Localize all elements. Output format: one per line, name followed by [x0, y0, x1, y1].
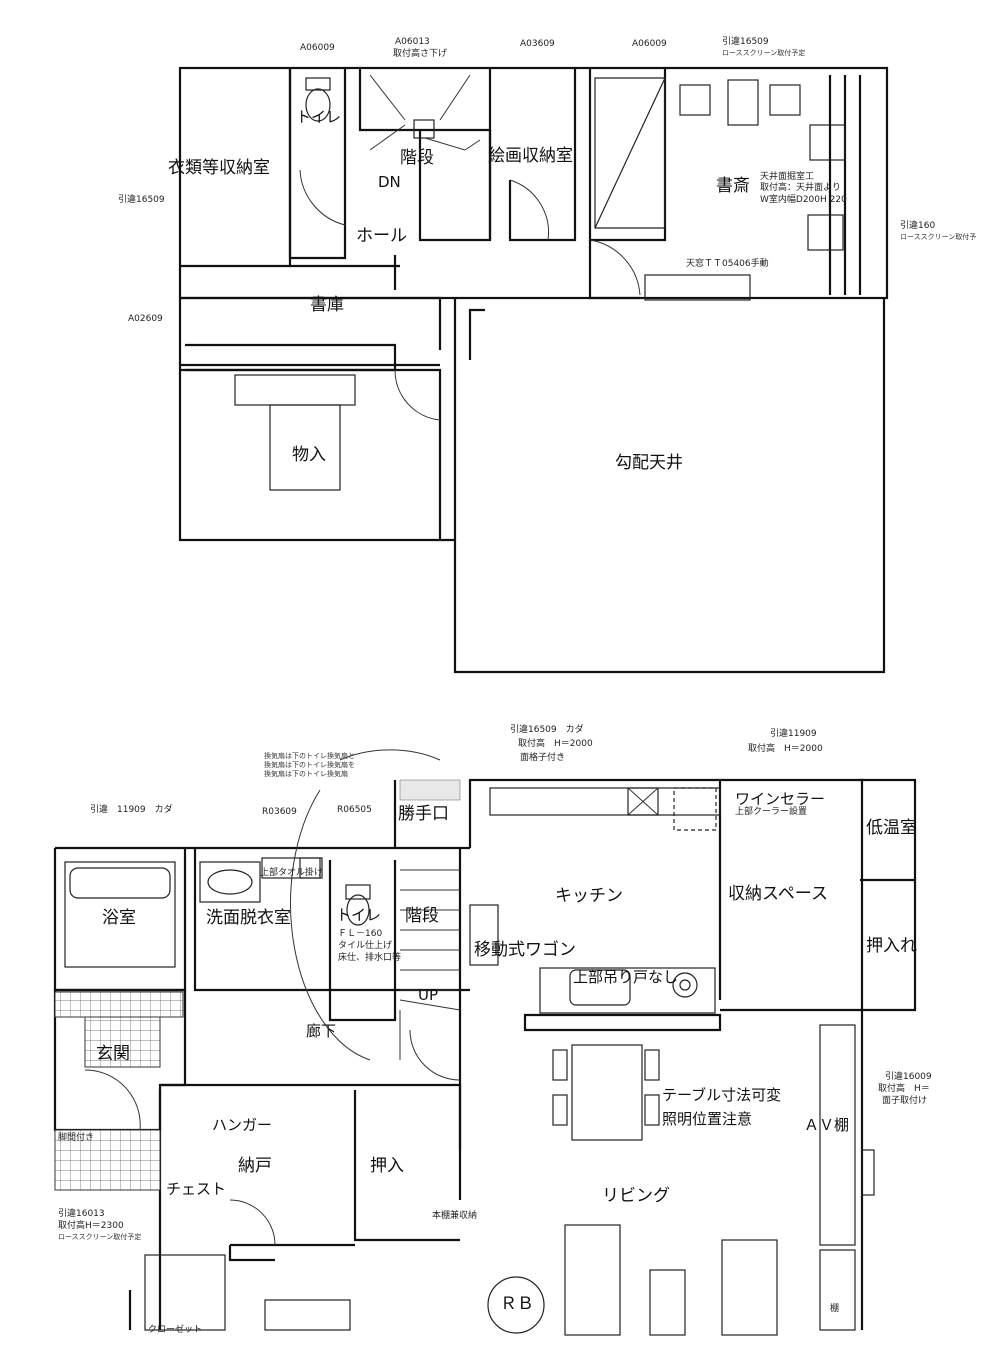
window-note-l7-2: ローススクリーン取付予定: [58, 1233, 142, 1241]
lighting-position-note: 照明位置注意: [662, 1110, 753, 1128]
av-shelf-label: ＡＶ棚: [804, 1116, 850, 1134]
window-code-l2: R03609: [262, 807, 297, 817]
shelf-small-label: 棚: [830, 1304, 840, 1314]
window-note-l7: 取付高H＝2300: [58, 1221, 124, 1231]
window-code-u6: 引違16509: [118, 195, 165, 205]
window-note-l4: 取付高 H＝2000: [518, 739, 593, 749]
stairs-up-label: UP: [418, 986, 439, 1004]
room-bath: 浴室: [102, 908, 136, 928]
room-service-entrance: 勝手口: [398, 804, 449, 824]
toilet-tile-note-2: 床仕、排水口等: [338, 953, 402, 963]
window-code-u8: A02609: [128, 314, 163, 324]
ceiling-note-line-1: 天井面掘室工: [760, 172, 815, 182]
room-oshiire: 押入: [370, 1156, 404, 1176]
ceiling-note-line-2: 取付高：天井面より: [760, 183, 841, 194]
window-code-u5: 引違16509: [722, 37, 769, 47]
skylight-note: 天窓ＴＴ05406手動: [686, 259, 769, 269]
window-code-l4: 引違16509 カダ: [510, 725, 584, 735]
window-code-u1: A06009: [300, 43, 335, 53]
ac-note: 上部クーラー設置: [735, 807, 808, 817]
room-storage: 物入: [292, 445, 326, 465]
room-kitchen: キッチン: [555, 886, 623, 906]
room-toilet-upper: トイレ: [296, 108, 342, 126]
window-note-l5: 取付高 H＝2000: [748, 744, 823, 754]
no-upper-cabinet-note: 上部吊り戸なし: [573, 968, 679, 986]
window-code-u3: A03609: [520, 39, 555, 49]
wine-cellar-label: ワインセラー: [735, 790, 826, 808]
window-code-u4: A06009: [632, 39, 667, 49]
room-entrance: 玄関: [96, 1044, 130, 1064]
room-picture-storage: 絵画収納室: [488, 146, 573, 166]
window-code-l7: 引違16013: [58, 1209, 105, 1219]
fan-note-line-3: 換気扇は下のトイレ換気扇: [264, 769, 348, 778]
room-bookshelf: 書庫: [310, 295, 344, 315]
room-storeroom: 納戸: [238, 1156, 272, 1176]
closet-label: クローゼット: [148, 1325, 203, 1335]
toilet-tile-note-1: タイル仕上げ: [338, 941, 393, 951]
room-storage-space: 収納スペース: [728, 884, 828, 904]
mobile-wagon-label: 移動式ワゴン: [474, 940, 576, 960]
window-code-l5: 引違11909: [770, 729, 817, 739]
window-code-l6: 引違16009: [885, 1072, 932, 1082]
towel-note: 上部タオル掛け: [260, 868, 324, 878]
bookshelf-storage-label: 本棚兼収納: [432, 1211, 478, 1221]
window-note-l6-2: 面子取付け: [882, 1096, 928, 1106]
window-code-l3: R06505: [337, 805, 372, 815]
room-study: 書斎: [716, 176, 750, 196]
window-note-l6-1: 取付高 H＝: [878, 1084, 930, 1094]
room-living: リビング: [602, 1186, 670, 1206]
window-note-u5: ローススクリーン取付予定: [722, 49, 806, 57]
fan-note-line-2: 換気扇は下のトイレ換気扇を: [264, 760, 355, 769]
room-oshiire-right: 押入れ: [866, 936, 917, 956]
hanger-label: ハンガー: [212, 1116, 273, 1134]
room-corridor: 廊下: [306, 1022, 337, 1040]
kitchen-window-note: 面格子付き: [520, 753, 566, 763]
room-hall: ホール: [356, 226, 407, 246]
window-code-l1: 引違 11909 カダ: [90, 805, 173, 815]
fan-note-line-1: 換気扇は下のトイレ換気扇と: [264, 752, 355, 760]
window-note-u2: 取付高さ下げ: [393, 49, 448, 59]
stone-note: 脚間付き: [58, 1133, 95, 1143]
window-code-u7: 引違160: [900, 221, 936, 231]
room-closet-storage: 衣類等収納室: [168, 158, 270, 178]
window-note-u7: ローススクリーン取付予: [900, 233, 977, 241]
toilet-fl-note: ＦＬ－160: [338, 929, 383, 939]
room-cool: 低温室: [866, 818, 917, 838]
ceiling-note-line-3: W室内幅D200H 220: [760, 194, 847, 205]
window-code-u2: A06013: [395, 37, 430, 47]
sloped-ceiling-label: 勾配天井: [615, 453, 683, 473]
stairs-down-label: DN: [378, 173, 401, 191]
room-stairs-lower: 階段: [405, 906, 439, 926]
table-size-note: テーブル寸法可変: [662, 1086, 782, 1104]
ceiling-storage-note: 天井面掘室工 取付高：天井面より W室内幅D200H 220: [760, 172, 847, 206]
chest-label: チェスト: [166, 1180, 227, 1198]
room-washroom: 洗面脱衣室: [206, 908, 291, 928]
rb-mark: ＲＢ: [500, 1294, 534, 1314]
fan-note: 換気扇は下のトイレ換気扇と 換気扇は下のトイレ換気扇を 換気扇は下のトイレ換気扇: [264, 752, 355, 778]
room-toilet-lower: トイレ: [336, 906, 382, 924]
upper-floor-fixtures: [234, 74, 846, 491]
lower-floor-fixtures: [54, 749, 875, 1336]
lower-floor-walls: [53, 778, 917, 1330]
room-stairs-upper: 階段: [400, 148, 434, 168]
